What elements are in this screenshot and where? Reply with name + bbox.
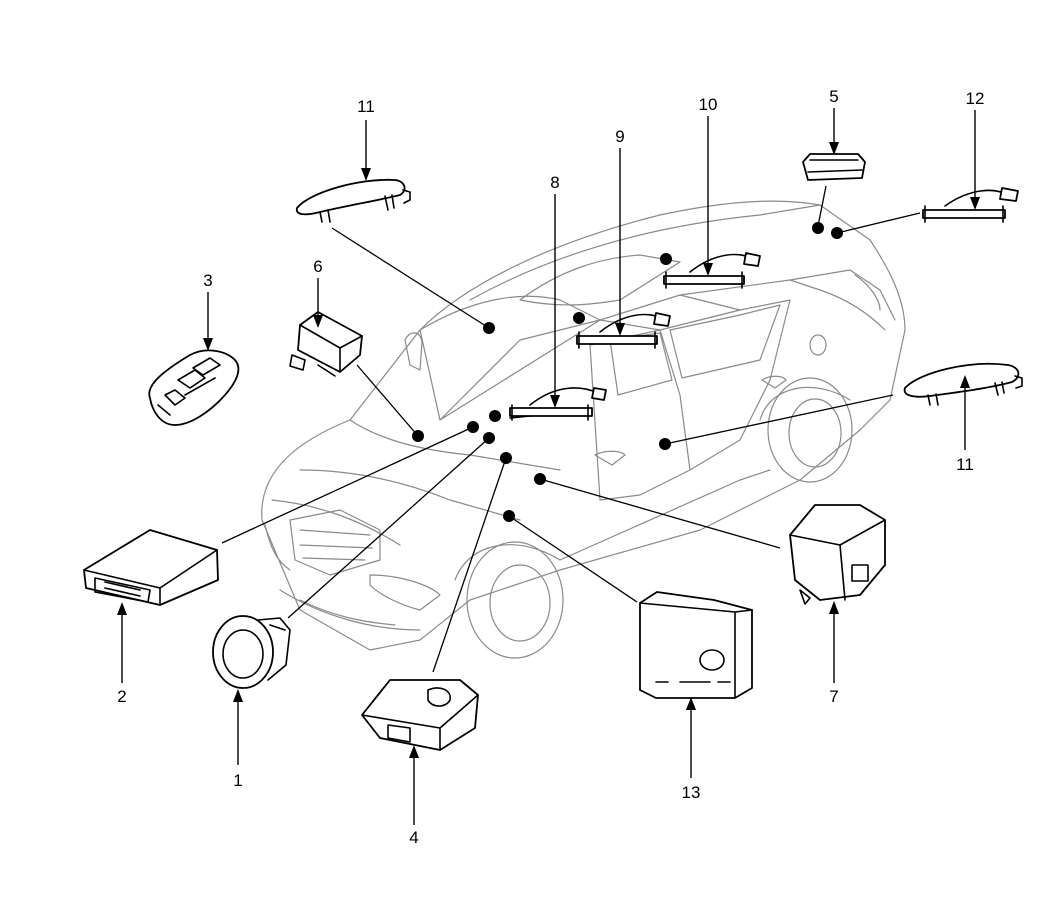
interior-antenna-9: [576, 312, 671, 349]
leader-lines: [221, 185, 921, 673]
start-stop-button-1: [212, 615, 291, 689]
trunk-switch-5: [802, 153, 866, 181]
bumper-antenna-12: [922, 187, 1019, 223]
outside-door-handle-front: [295, 178, 411, 223]
callout-12: 12: [966, 89, 985, 108]
interior-antenna-8: [509, 387, 607, 421]
smart-key-module-6: [289, 311, 363, 377]
callout-8: 8: [550, 173, 559, 192]
module-4: [361, 679, 479, 751]
location-dots: [412, 222, 843, 522]
callout-1: 1: [233, 771, 242, 790]
callout-4: 4: [409, 828, 418, 847]
smart-key-fob: [148, 349, 240, 426]
outside-door-handle-rear: [903, 362, 1023, 406]
callout-3: 3: [203, 271, 212, 290]
car-illustration: [261, 200, 906, 659]
interior-antenna-10: [663, 252, 761, 289]
callout-11-rear: 11: [956, 455, 974, 474]
callout-arrows: [117, 108, 980, 825]
module-7: [789, 504, 886, 605]
callout-11-front: 11: [357, 97, 375, 116]
control-unit-2: [83, 529, 219, 606]
callout-6: 6: [313, 257, 322, 276]
callout-13: 13: [682, 783, 701, 802]
callout-5: 5: [829, 87, 838, 106]
callout-7: 7: [829, 687, 838, 706]
control-unit-13: [639, 591, 753, 699]
callout-2: 2: [117, 687, 126, 706]
callout-10: 10: [699, 95, 718, 114]
callout-9: 9: [615, 127, 624, 146]
callout-labels: 11 3 6 8 9 10 5 12 11 2 1 4 13 7: [117, 87, 984, 847]
